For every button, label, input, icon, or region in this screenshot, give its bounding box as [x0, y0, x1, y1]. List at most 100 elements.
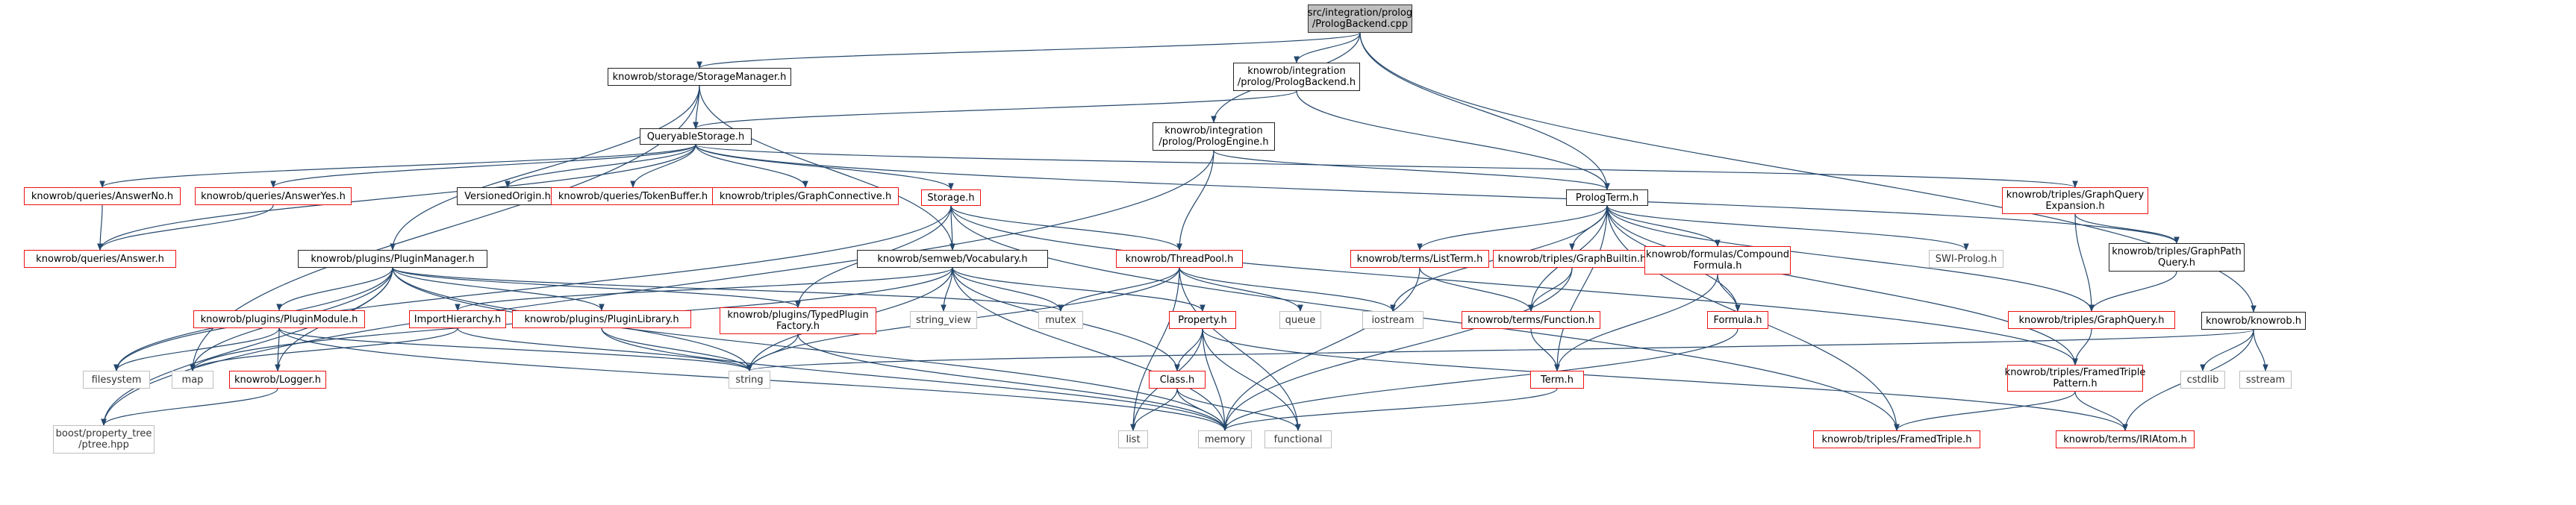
node-label: knowrob/triples/GraphPath Query.h	[2112, 246, 2242, 269]
node-label: knowrob/plugins/TypedPlugin Factory.h	[727, 310, 869, 332]
node-label: boost/property_tree /ptree.hpp	[55, 428, 152, 451]
node-answer-no[interactable]: knowrob/queries/AnswerNo.h	[24, 187, 181, 205]
node-memory[interactable]: memory	[1198, 430, 1252, 448]
node-storage-h[interactable]: Storage.h	[921, 189, 981, 206]
node-plugin-module[interactable]: knowrob/plugins/PluginModule.h	[193, 310, 365, 328]
node-string-view[interactable]: string_view	[910, 311, 977, 329]
node-label: knowrob/knowrob.h	[2206, 315, 2301, 327]
node-functional[interactable]: functional	[1264, 430, 1332, 448]
node-answer-yes[interactable]: knowrob/queries/AnswerYes.h	[195, 187, 352, 205]
edge-storage-h-to-filesystem	[113, 205, 952, 371]
node-graph-builtin[interactable]: knowrob/triples/GraphBuiltin.h	[1493, 250, 1651, 268]
node-label: queue	[1285, 314, 1316, 326]
node-graph-query-expansion[interactable]: knowrob/triples/GraphQuery Expansion.h	[2002, 187, 2148, 214]
edge-root-to-storage-manager	[696, 32, 1361, 69]
node-label: knowrob/Logger.h	[234, 374, 321, 386]
node-function-h[interactable]: knowrob/terms/Function.h	[1462, 311, 1600, 329]
node-label: Storage.h	[927, 192, 975, 204]
node-prolog-term[interactable]: PrologTerm.h	[1566, 189, 1648, 206]
node-prolog-backend-h[interactable]: knowrob/integration /prolog/PrologBacken…	[1233, 63, 1360, 91]
node-storage-manager[interactable]: knowrob/storage/StorageManager.h	[608, 68, 791, 86]
node-plugin-manager[interactable]: knowrob/plugins/PluginManager.h	[298, 250, 487, 268]
node-answer-h[interactable]: knowrob/queries/Answer.h	[24, 250, 176, 268]
node-swi-prolog[interactable]: SWI-Prolog.h	[1929, 250, 2003, 268]
node-graph-path-query[interactable]: knowrob/triples/GraphPath Query.h	[2109, 243, 2245, 272]
edge-graph-query-expansion-to-graph-path-query	[2074, 213, 2180, 244]
edge-queryable-storage-to-answer-yes	[270, 144, 696, 188]
edge-vocabulary-to-property-h	[952, 267, 1206, 312]
node-compound-formula[interactable]: knowrob/formulas/Compound Formula.h	[1644, 246, 1791, 275]
node-import-hierarchy[interactable]: ImportHierarchy.h	[409, 310, 506, 328]
node-versioned-origin[interactable]: VersionedOrigin.h	[457, 187, 558, 205]
node-cstdlib[interactable]: cstdlib	[2180, 371, 2225, 389]
edge-plugin-manager-to-boost-ptree	[101, 267, 393, 426]
node-label: memory	[1204, 433, 1246, 445]
node-formula-h[interactable]: Formula.h	[1707, 311, 1768, 329]
node-filesystem[interactable]: filesystem	[83, 371, 150, 389]
edge-queryable-storage-to-answer-h	[97, 144, 696, 251]
node-label: cstdlib	[2186, 374, 2219, 386]
node-sstream[interactable]: sstream	[2239, 371, 2292, 389]
node-iostream[interactable]: iostream	[1362, 311, 1423, 329]
node-token-buffer[interactable]: knowrob/queries/TokenBuffer.h	[551, 187, 715, 205]
node-root[interactable]: src/integration/prolog /PrologBackend.cp…	[1308, 4, 1412, 33]
node-prolog-engine[interactable]: knowrob/integration /prolog/PrologEngine…	[1153, 122, 1275, 151]
node-label: Formula.h	[1713, 314, 1762, 326]
node-mutex[interactable]: mutex	[1038, 311, 1083, 329]
edge-storage-h-to-vocabulary	[949, 205, 955, 251]
node-label: ImportHierarchy.h	[414, 313, 502, 325]
edge-prolog-term-to-framed-triple-pattern	[1606, 205, 2078, 366]
node-label: PrologTerm.h	[1575, 192, 1639, 204]
edge-class-h-to-list	[1130, 388, 1178, 431]
edge-prolog-engine-to-prolog-term	[1213, 150, 1610, 190]
node-property-h[interactable]: Property.h	[1169, 311, 1236, 329]
node-graph-query[interactable]: knowrob/triples/GraphQuery.h	[2008, 311, 2175, 329]
node-graph-connective[interactable]: knowrob/triples/GraphConnective.h	[712, 187, 899, 205]
node-framed-triple-pattern[interactable]: knowrob/triples/FramedTriple Pattern.h	[2005, 365, 2145, 392]
node-iri-atom[interactable]: knowrob/terms/IRIAtom.h	[2056, 430, 2195, 448]
edge-thread-pool-to-iostream	[1179, 267, 1396, 312]
edge-plugin-library-to-string	[601, 327, 752, 371]
node-list[interactable]: list	[1118, 430, 1148, 448]
node-thread-pool[interactable]: knowrob/ThreadPool.h	[1116, 250, 1243, 268]
node-term-h[interactable]: Term.h	[1530, 371, 1584, 389]
node-map[interactable]: map	[172, 371, 213, 389]
node-string[interactable]: string	[729, 371, 770, 389]
node-label: knowrob/triples/GraphQuery.h	[2018, 314, 2165, 326]
node-queue[interactable]: queue	[1279, 311, 1321, 329]
edge-property-h-to-class-h	[1174, 328, 1203, 371]
node-label: knowrob/queries/AnswerNo.h	[31, 190, 174, 202]
edge-logger-to-boost-ptree	[101, 388, 278, 426]
node-knowrob-h[interactable]: knowrob/knowrob.h	[2201, 312, 2306, 330]
edge-graph-path-query-to-graph-query	[2089, 271, 2177, 312]
edge-root-to-prolog-backend-h	[1294, 32, 1361, 63]
node-class-h[interactable]: Class.h	[1149, 371, 1206, 389]
edge-compound-formula-to-formula-h	[1717, 274, 1741, 312]
edge-graph-builtin-to-memory	[1222, 267, 1573, 431]
edge-property-h-to-memory	[1202, 328, 1228, 431]
edge-typed-plugin-factory-to-memory	[797, 333, 1228, 431]
edge-prolog-term-to-graph-query	[1606, 205, 2095, 312]
edge-answer-yes-to-answer-h	[97, 204, 274, 251]
node-label: knowrob/plugins/PluginManager.h	[311, 253, 475, 265]
node-vocabulary[interactable]: knowrob/semweb/Vocabulary.h	[857, 250, 1048, 268]
node-label: string	[735, 374, 764, 386]
node-boost-ptree[interactable]: boost/property_tree /ptree.hpp	[53, 425, 155, 454]
node-label: QueryableStorage.h	[646, 131, 745, 142]
edge-property-h-to-iri-atom	[1202, 328, 2128, 431]
node-label: knowrob/semweb/Vocabulary.h	[877, 253, 1028, 265]
node-typed-plugin-factory[interactable]: knowrob/plugins/TypedPlugin Factory.h	[720, 307, 876, 334]
node-logger[interactable]: knowrob/Logger.h	[229, 371, 326, 389]
node-label: knowrob/formulas/Compound Formula.h	[1646, 249, 1789, 272]
node-queryable-storage[interactable]: QueryableStorage.h	[640, 128, 752, 145]
edge-queryable-storage-to-answer-no	[99, 144, 696, 188]
node-label: src/integration/prolog /PrologBackend.cp…	[1307, 7, 1413, 30]
edge-graph-query-to-framed-triple-pattern	[2072, 328, 2092, 366]
node-list-term[interactable]: knowrob/terms/ListTerm.h	[1350, 250, 1489, 268]
node-label: VersionedOrigin.h	[464, 190, 551, 202]
node-plugin-library[interactable]: knowrob/plugins/PluginLibrary.h	[512, 310, 691, 328]
node-label: mutex	[1045, 314, 1076, 326]
edge-graph-builtin-to-function-h	[1528, 267, 1573, 312]
node-framed-triple[interactable]: knowrob/triples/FramedTriple.h	[1813, 430, 1980, 448]
edge-queryable-storage-to-versioned-origin	[505, 144, 696, 188]
